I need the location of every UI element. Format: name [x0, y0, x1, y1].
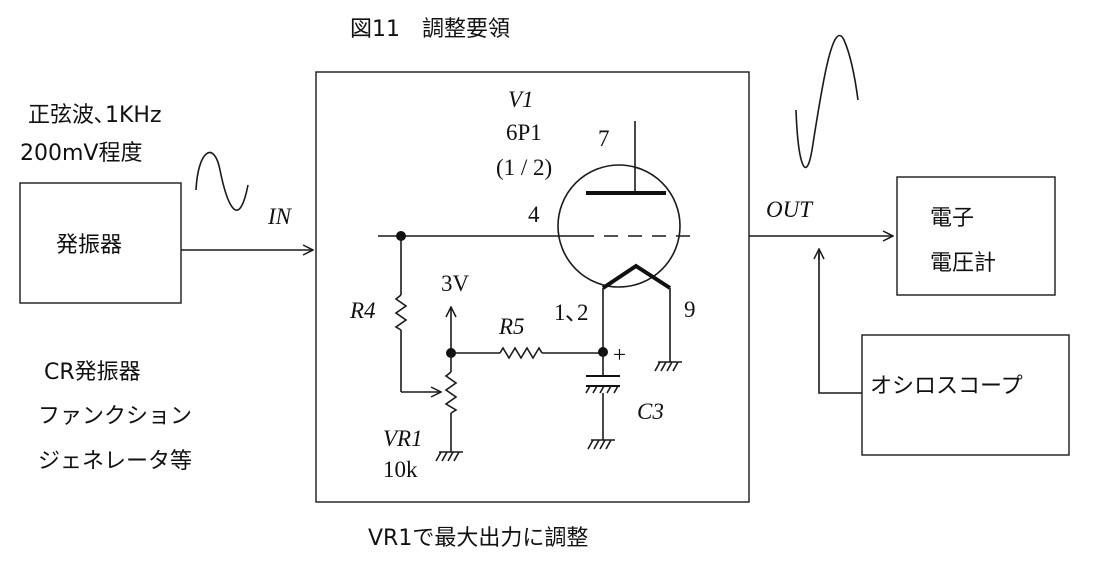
vr1-value: 10k	[383, 457, 418, 482]
voltmeter-line1: 電子	[930, 206, 974, 231]
signal-desc-line2: 200mV程度	[20, 141, 142, 166]
ground-hatch	[654, 361, 679, 372]
vr1-resistor	[444, 371, 458, 414]
tube-name: V1	[508, 87, 534, 112]
vr1-label: VR1	[383, 426, 423, 451]
c3-polarity: +	[613, 342, 626, 367]
pin-cathode: 1､2	[554, 300, 589, 325]
tube-envelope	[557, 164, 681, 288]
oscillator-label: 発振器	[56, 233, 122, 258]
r5-label: R5	[498, 314, 525, 339]
oscilloscope-label: オシロスコープ	[870, 374, 1023, 399]
pin-heater: 9	[684, 297, 696, 322]
c3-label: C3	[637, 399, 664, 424]
circuit-box	[315, 71, 750, 503]
oscillator-box	[19, 182, 182, 304]
oscilloscope-wire	[818, 253, 862, 394]
osc-types-line2: ファンクション	[38, 404, 192, 429]
r4-label: R4	[349, 298, 376, 323]
cathode	[601, 263, 672, 290]
voltmeter-box	[896, 176, 1056, 296]
input-sine-icon	[195, 151, 249, 211]
r4-resistor	[394, 294, 408, 331]
oscilloscope-box	[861, 334, 1070, 456]
voltmeter-line2: 電圧計	[930, 251, 996, 276]
c3-hatch	[585, 385, 619, 394]
output-sine-icon	[795, 34, 859, 169]
tube-fraction: (1 / 2)	[496, 155, 552, 180]
caption: VR1で最大出力に調整	[368, 526, 588, 551]
pin-plate: 7	[598, 126, 610, 151]
pin-grid: 4	[528, 202, 540, 227]
figure-title: 図11 調整要領	[350, 17, 510, 42]
in-label: IN	[267, 204, 293, 229]
osc-types-line3: ジェネレータ等	[38, 449, 192, 474]
osc-types-line1: CR発振器	[44, 360, 141, 385]
ground-hatch	[587, 439, 612, 450]
r5-resistor	[499, 346, 543, 360]
out-label: OUT	[766, 197, 814, 222]
tube-type: 6P1	[506, 120, 542, 145]
v3-label: 3V	[441, 271, 470, 296]
ground-hatch	[435, 451, 460, 462]
signal-desc-line1: 正弦波､1KHz	[28, 103, 162, 128]
